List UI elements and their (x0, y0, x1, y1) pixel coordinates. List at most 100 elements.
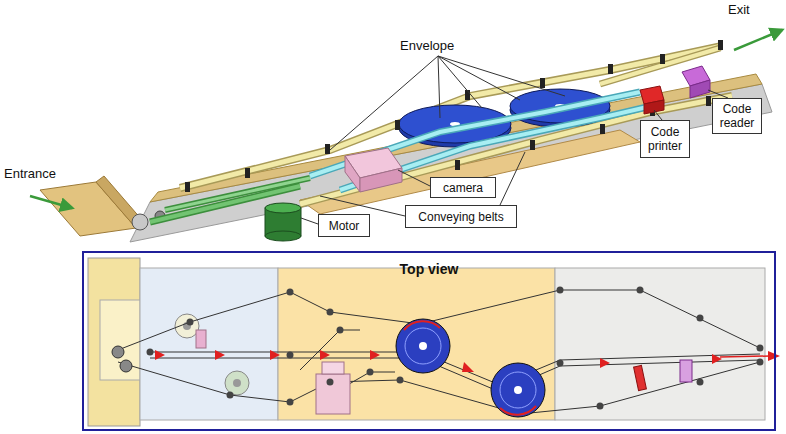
roller (557, 360, 564, 367)
roller (337, 327, 344, 334)
flow-arrow (30, 196, 72, 208)
leader-line (398, 170, 430, 186)
flow-label: Entrance (4, 166, 56, 181)
top-disc (491, 363, 545, 417)
leader-line (438, 56, 440, 118)
pulley-hub (233, 379, 241, 387)
pulley-wheel (225, 371, 249, 395)
part-label: Envelope (400, 38, 454, 53)
top-belt (150, 352, 290, 353)
roller (287, 352, 294, 359)
roller-group (112, 287, 764, 410)
top-belt (118, 362, 760, 414)
leader-line (438, 56, 482, 108)
node-text: Top view (400, 261, 459, 277)
roller (597, 403, 604, 410)
entry-roller (120, 360, 132, 372)
frame-rail (150, 74, 762, 202)
camera-lens (322, 362, 344, 374)
roller (757, 359, 764, 366)
disc-ring (405, 328, 441, 364)
leader-line (438, 56, 565, 96)
roller (287, 289, 294, 296)
motor-top (265, 203, 301, 213)
entry-roller (112, 346, 124, 358)
floor-plate (130, 84, 772, 242)
leader-line (500, 152, 525, 205)
reader-block (680, 360, 692, 382)
leader-line (654, 110, 662, 120)
post (185, 182, 190, 192)
roller (697, 315, 704, 322)
disc-hub (514, 386, 522, 394)
roller (147, 349, 154, 356)
callout-box: Code printer (640, 120, 690, 158)
post-group (185, 40, 723, 192)
post (600, 124, 605, 134)
code-reader-part (690, 80, 710, 98)
printer-block (634, 365, 647, 390)
disc-hub (419, 342, 427, 350)
node-text: Conveying belts (418, 210, 503, 224)
callout-box: Motor (318, 214, 370, 237)
zone-three (555, 268, 765, 420)
rotation-arrow (404, 321, 440, 330)
roller (637, 287, 644, 294)
flow-label: Exit (728, 2, 750, 17)
roller (557, 287, 564, 294)
roller (187, 319, 194, 326)
flow-head (462, 362, 474, 372)
entry-zone-inner (100, 300, 140, 380)
flow-head (155, 350, 165, 360)
code-printer-part (644, 100, 664, 114)
entry-roller (132, 214, 148, 230)
flow-head (370, 350, 380, 360)
callout-box: Code reader (712, 98, 762, 134)
camera-front (360, 168, 402, 192)
roller (697, 379, 704, 386)
rotation-arrow (500, 406, 536, 415)
callout-box: camera (430, 177, 496, 198)
motor-bottom (265, 231, 301, 241)
zone-two (278, 268, 555, 420)
post (395, 120, 400, 130)
post (660, 54, 665, 64)
post (540, 78, 545, 88)
node-text: camera (443, 181, 483, 195)
post (706, 96, 711, 106)
zone-one (140, 268, 278, 420)
camera-block (316, 374, 350, 414)
roller (757, 345, 764, 352)
roller (397, 377, 404, 384)
node-text: Code printer (644, 125, 686, 153)
node-text: Motor (329, 219, 360, 233)
roller (367, 369, 374, 376)
entry-zone (88, 258, 140, 426)
post (455, 160, 460, 170)
belt-group (118, 290, 760, 414)
post (718, 40, 723, 50)
flow-arrows (155, 350, 780, 372)
roller (327, 309, 334, 316)
exit-line (720, 356, 770, 357)
post (608, 64, 613, 74)
flow-head (270, 350, 280, 360)
post (245, 168, 250, 178)
top-belt (150, 358, 290, 359)
leader-line (330, 56, 438, 150)
leader-line (708, 90, 728, 98)
callout-box: Conveying belts (405, 205, 517, 228)
roller (287, 399, 294, 406)
top-disc (396, 319, 450, 373)
post (530, 140, 535, 150)
flow-head (712, 354, 722, 364)
roller (227, 392, 234, 399)
post (325, 144, 330, 154)
leader-line (301, 218, 318, 224)
flow-arrow (734, 30, 782, 50)
view-frame: Top view (82, 251, 776, 431)
node-text: Code reader (716, 102, 758, 130)
flow-head (320, 350, 330, 360)
